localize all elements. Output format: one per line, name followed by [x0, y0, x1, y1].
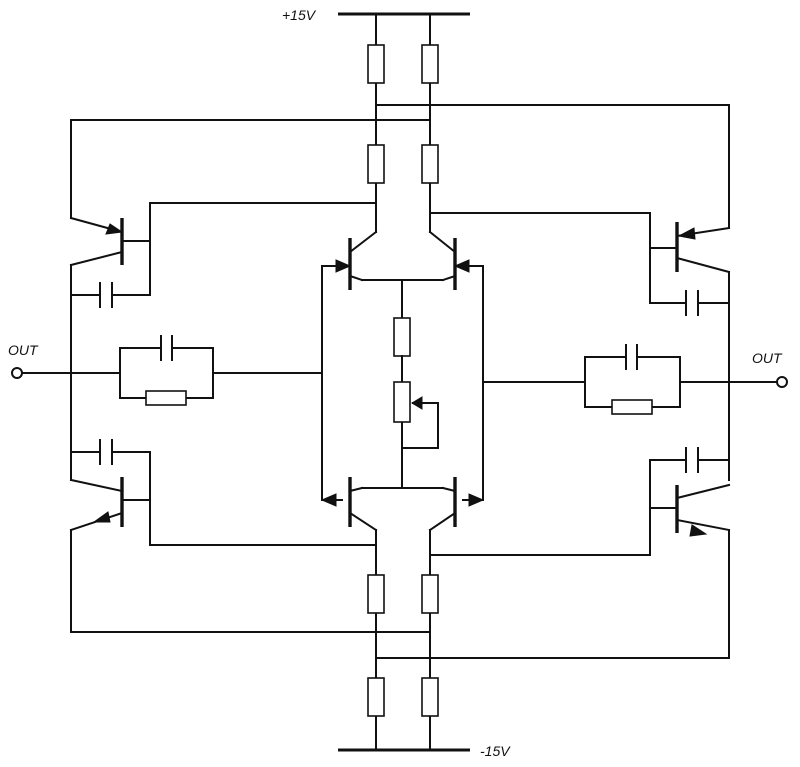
resistor-bottom-left-upper	[367, 574, 385, 614]
capacitor-left-lower	[99, 439, 113, 465]
resistor-top-right-upper	[421, 44, 439, 84]
output-terminal-right[interactable]	[776, 376, 788, 388]
resistor-top-right-lower	[421, 144, 439, 184]
transistor-q1-top-left	[321, 199, 378, 290]
resistor-bottom-right-lower	[421, 677, 439, 717]
transistor-q4-bottom-right	[428, 477, 485, 556]
trimmer-wiper	[401, 396, 439, 449]
resistor-left-feedback	[145, 390, 187, 406]
supply-positive-label: +15V	[282, 7, 317, 23]
resistor-top-left-lower	[367, 144, 385, 184]
left-upper-base-drive	[70, 202, 377, 296]
resistor-bottom-right-upper	[421, 574, 439, 614]
transistor-q7-right-upper	[649, 222, 731, 274]
resistor-center	[393, 317, 411, 357]
capacitor-right-lower	[685, 447, 699, 473]
right-lower-base-drive	[429, 459, 730, 556]
transistor-q3-bottom-left	[320, 477, 378, 546]
top-feedback-wires	[70, 104, 730, 121]
output-label-right: OUT	[752, 350, 783, 366]
capacitor-right-feedback	[625, 344, 638, 370]
resistor-right-feedback	[611, 399, 653, 415]
top-emitter-node	[361, 279, 444, 319]
transistor-q8-right-lower	[649, 483, 731, 537]
transistor-q2-top-right	[428, 212, 484, 290]
trimmer-potentiometer	[393, 381, 411, 423]
left-rc-network	[119, 347, 214, 399]
right-rc-network	[584, 356, 681, 408]
transistor-q5-left-upper	[69, 216, 151, 267]
output-label-left: OUT	[8, 342, 39, 358]
resistor-top-left-upper	[367, 44, 385, 84]
bottom-feedback-wires	[70, 631, 730, 659]
capacitor-right-upper	[685, 290, 699, 316]
left-lower-base-drive	[70, 451, 377, 546]
output-terminal-left[interactable]	[11, 367, 23, 379]
right-upper-base-drive	[429, 212, 730, 304]
supply-negative-label: -15V	[480, 743, 511, 759]
transistor-q6-left-lower	[69, 477, 151, 532]
capacitor-left-feedback	[160, 335, 173, 361]
resistor-bottom-left-lower	[367, 677, 385, 717]
capacitor-left-upper	[99, 282, 113, 308]
